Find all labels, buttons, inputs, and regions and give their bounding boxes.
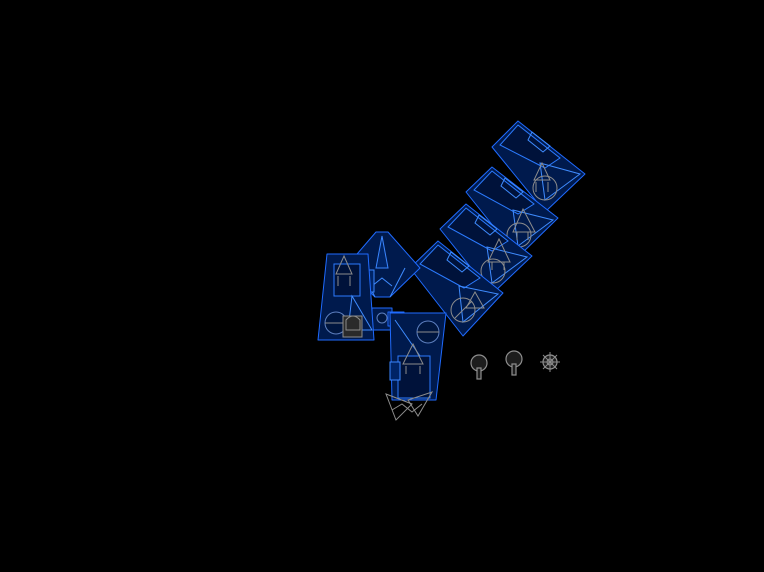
thruster-pin-icon[interactable] <box>505 350 523 376</box>
gear-icon[interactable] <box>540 352 560 372</box>
thruster-pin-icon[interactable] <box>470 354 488 380</box>
ship-left-module[interactable] <box>317 253 375 341</box>
ship-arm-segment-2[interactable] <box>439 203 533 295</box>
ship-arm-segment-1[interactable] <box>409 240 504 337</box>
ship-arm-segment-4[interactable] <box>491 120 586 213</box>
ship-lower-module[interactable] <box>385 312 447 421</box>
